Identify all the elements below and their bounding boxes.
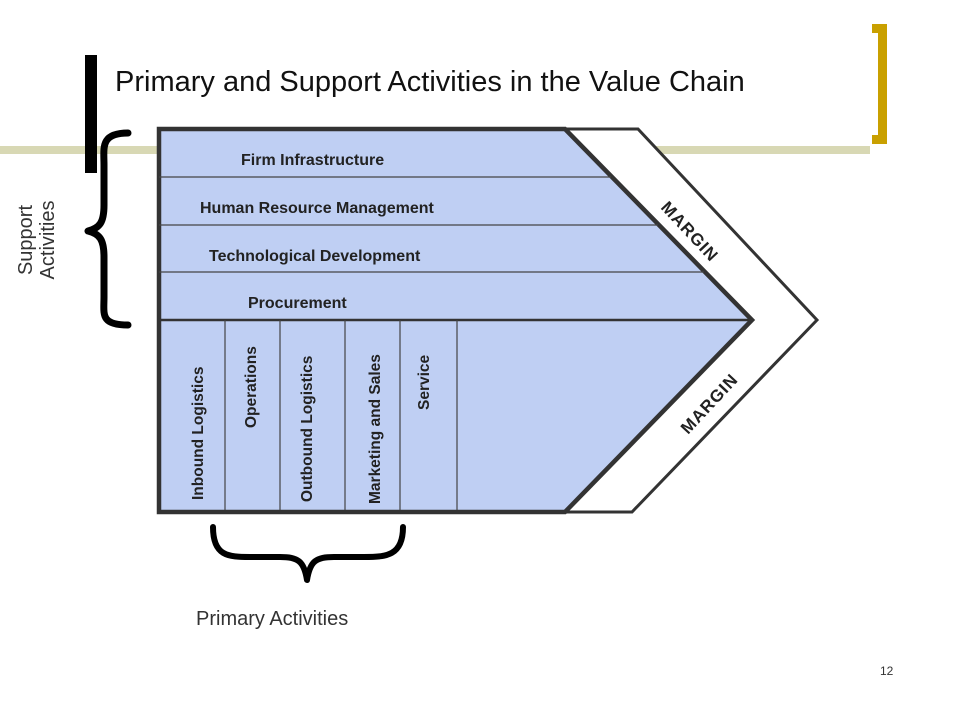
support-label-line1: Support (15, 204, 37, 276)
primary-activity-label: Operations (243, 346, 260, 428)
support-activities-brace (84, 129, 132, 329)
slide-number: 12 (880, 664, 894, 678)
support-activity-label: Human Resource Management (200, 200, 435, 217)
primary-activity-label: Service (416, 354, 433, 410)
support-activity-label: Procurement (248, 295, 347, 312)
support-label-line2: Activities (37, 200, 59, 280)
title-bracket-left (85, 55, 97, 173)
primary-activities-brace (210, 524, 406, 583)
primary-activity-label: Marketing and Sales (367, 354, 384, 504)
primary-activities-label: Primary Activities (196, 608, 349, 630)
support-activity-label: Technological Development (209, 248, 421, 265)
primary-activity-label: Inbound Logistics (190, 367, 207, 500)
page-title: Primary and Support Activities in the Va… (115, 66, 745, 98)
primary-activity-label: Outbound Logistics (299, 356, 316, 502)
title-bracket-right (872, 24, 887, 144)
support-activity-label: Firm Infrastructure (241, 152, 384, 169)
